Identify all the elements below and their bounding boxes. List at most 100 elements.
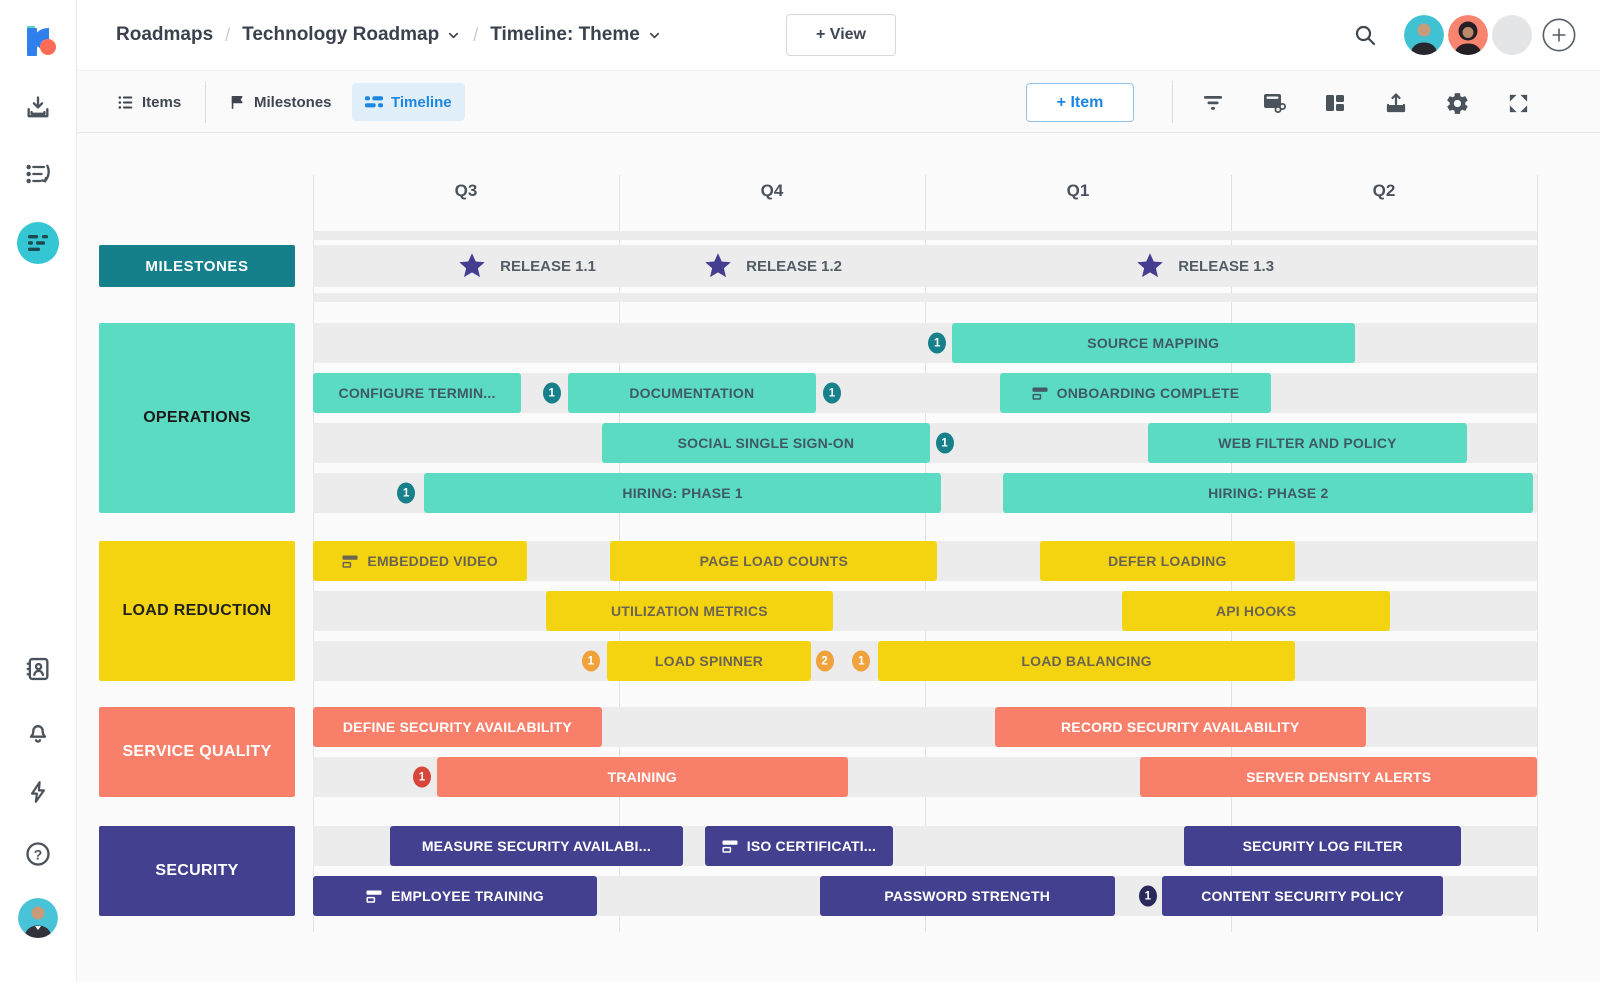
timeline-row-track: UTILIZATION METRICS API HOOKS: [313, 591, 1537, 631]
breadcrumb: Roadmaps / Technology Roadmap / Timeline…: [116, 0, 662, 70]
timeline-item-bar[interactable]: SECURITY LOG FILTER: [1184, 826, 1462, 866]
breadcrumb-view-name[interactable]: Timeline: Theme: [490, 24, 662, 46]
item-count-badge[interactable]: 1: [822, 382, 841, 404]
timeline-item-bar[interactable]: LOAD BALANCING: [878, 641, 1295, 681]
export-icon[interactable]: [1379, 86, 1413, 120]
timeline-item-bar[interactable]: HIRING: PHASE 2: [1003, 473, 1534, 513]
timeline-item-bar[interactable]: LOAD SPINNER: [606, 641, 812, 681]
milestone[interactable]: RELEASE 1.1: [457, 251, 596, 281]
item-count-badge[interactable]: 1: [397, 482, 416, 504]
timeline-item-bar[interactable]: PAGE LOAD COUNTS: [610, 541, 938, 581]
timeline-item-bar[interactable]: TRAINING: [436, 757, 848, 797]
sidebar-activity-icon[interactable]: [25, 779, 51, 805]
category-label-security[interactable]: SECURITY: [99, 826, 295, 916]
bar-label: HIRING: PHASE 2: [1208, 485, 1329, 501]
bar-label: API HOOKS: [1215, 603, 1297, 619]
item-count-badge[interactable]: 2: [815, 650, 834, 672]
milestone-label: RELEASE 1.2: [746, 257, 843, 275]
timeline-item-bar[interactable]: CONTENT SECURITY POLICY: [1162, 876, 1443, 916]
milestone-star-icon: [1137, 253, 1163, 278]
timeline-item-bar[interactable]: API HOOKS: [1122, 591, 1391, 631]
bar-label: LOAD BALANCING: [1021, 653, 1152, 669]
collaborator-avatar-2[interactable]: [1448, 15, 1488, 55]
tab-timeline[interactable]: Timeline: [352, 83, 465, 121]
timeline-item-bar[interactable]: DEFINE SECURITY AVAILABILITY: [313, 707, 602, 747]
add-item-button[interactable]: + Item: [1026, 83, 1134, 122]
bar-label: ISO CERTIFICATI...: [746, 838, 877, 854]
invite-collaborator-button[interactable]: [1542, 18, 1576, 52]
left-sidebar: ?: [0, 0, 77, 982]
timeline-item-bar[interactable]: EMPLOYEE TRAINING: [313, 876, 597, 916]
settings-icon[interactable]: [1440, 86, 1474, 120]
quarter-label: Q3: [454, 181, 478, 200]
collaborator-avatar-1[interactable]: [1404, 15, 1444, 55]
breadcrumb-roadmap-name[interactable]: Technology Roadmap: [242, 24, 461, 46]
item-count-badge[interactable]: 1: [1138, 885, 1157, 907]
timeline-item-bar[interactable]: UTILIZATION METRICS: [545, 591, 834, 631]
filter-icon[interactable]: [1196, 86, 1230, 120]
timeline-item-bar[interactable]: ONBOARDING COMPLETE: [999, 373, 1272, 413]
chevron-down-icon: [649, 32, 659, 38]
timeline-row-track: DEFINE SECURITY AVAILABILITY RECORD SECUR…: [313, 707, 1537, 747]
logo-icon: [27, 26, 56, 56]
timeline-item-bar[interactable]: DEFER LOADING: [1040, 541, 1295, 581]
layout-icon[interactable]: [1318, 86, 1352, 120]
timeline-row-track: EMBEDDED VIDEO PAGE LOAD COUNTS DEFER LOAD…: [313, 541, 1537, 581]
add-view-button[interactable]: + View: [786, 14, 896, 56]
fullscreen-icon[interactable]: [1501, 86, 1535, 120]
sidebar-contacts-icon[interactable]: [24, 655, 52, 683]
tab-items[interactable]: Items: [104, 83, 194, 121]
sidebar-export-icon[interactable]: [24, 94, 52, 122]
roadmunk-logo[interactable]: [15, 14, 61, 60]
category-label-service-quality[interactable]: SERVICE QUALITY: [99, 707, 295, 797]
sidebar-help-icon[interactable]: ?: [24, 840, 52, 868]
bar-label: UTILIZATION METRICS: [610, 603, 768, 619]
timeline-item-bar[interactable]: SERVER DENSITY ALERTS: [1140, 757, 1537, 797]
sidebar-timeline-nav-active[interactable]: [17, 222, 59, 264]
top-header: Roadmaps / Technology Roadmap / Timeline…: [76, 0, 1600, 71]
format-icon[interactable]: [1257, 86, 1291, 120]
timeline-row-track: EMPLOYEE TRAINING PASSWORD STRENGTH 1 CONTE…: [313, 876, 1537, 916]
timeline-item-bar[interactable]: ISO CERTIFICATI...: [704, 826, 894, 866]
timeline-item-bar[interactable]: MEASURE SECURITY AVAILABI...: [390, 826, 683, 866]
bar-label: CONTENT SECURITY POLICY: [1201, 888, 1404, 904]
timeline-item-bar[interactable]: WEB FILTER AND POLICY: [1147, 423, 1468, 463]
sidebar-notifications-icon[interactable]: [24, 718, 52, 746]
milestone-label: RELEASE 1.1: [500, 257, 596, 275]
item-count-badge[interactable]: 1: [581, 650, 600, 672]
search-icon[interactable]: [1348, 18, 1382, 52]
item-count-badge[interactable]: 1: [935, 432, 954, 454]
bar-label: DEFER LOADING: [1108, 553, 1227, 569]
timeline-item-bar[interactable]: SOURCE MAPPING: [951, 323, 1355, 363]
timeline-item-bar[interactable]: SOCIAL SINGLE SIGN-ON: [601, 423, 930, 463]
board-icon: [342, 555, 358, 568]
category-label-load-reduction[interactable]: LOAD REDUCTION: [99, 541, 295, 681]
sidebar-user-avatar[interactable]: [18, 898, 58, 938]
timeline-item-bar[interactable]: CONFIGURE TERMIN...: [313, 373, 522, 413]
milestone-star-icon: [459, 253, 485, 278]
timeline-item-bar[interactable]: RECORD SECURITY AVAILABILITY: [994, 707, 1366, 747]
timeline-item-bar[interactable]: HIRING: PHASE 1: [424, 473, 941, 513]
collaborator-avatar-empty[interactable]: [1492, 15, 1532, 55]
bar-label: WEB FILTER AND POLICY: [1218, 435, 1397, 451]
toolbar-divider: [205, 81, 206, 123]
milestones-flag-icon: [231, 95, 243, 109]
category-label-operations[interactable]: OPERATIONS: [99, 323, 295, 513]
category-label-milestones[interactable]: MILESTONES: [99, 245, 295, 287]
sidebar-feed-icon[interactable]: [24, 160, 52, 188]
milestone[interactable]: RELEASE 1.3: [1135, 251, 1274, 281]
timeline-item-bar[interactable]: PASSWORD STRENGTH: [819, 876, 1115, 916]
item-count-badge[interactable]: 1: [542, 382, 561, 404]
milestone-empty-strip: [313, 231, 1537, 240]
timeline-item-bar[interactable]: DOCUMENTATION: [567, 373, 817, 413]
tab-milestones[interactable]: Milestones: [216, 83, 345, 121]
timeline-item-bar[interactable]: EMBEDDED VIDEO: [313, 541, 528, 581]
item-count-badge[interactable]: 1: [852, 650, 871, 672]
item-count-badge[interactable]: 1: [928, 332, 947, 354]
item-count-badge[interactable]: 1: [412, 766, 431, 788]
breadcrumb-roadmaps[interactable]: Roadmaps: [116, 24, 214, 45]
milestone[interactable]: RELEASE 1.2: [703, 251, 842, 281]
